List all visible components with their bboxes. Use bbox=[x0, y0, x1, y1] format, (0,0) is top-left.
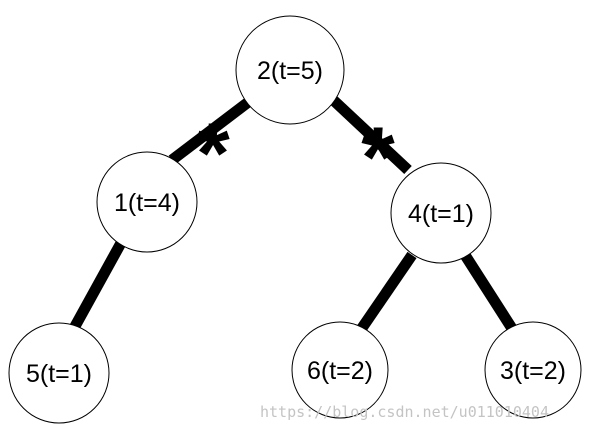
node-4-label: 4(t=1) bbox=[408, 200, 474, 228]
node-6: 6(t=2) bbox=[291, 321, 389, 419]
cut-mark-left: * bbox=[196, 106, 230, 202]
node-3: 3(t=2) bbox=[484, 321, 582, 419]
node-6-label: 6(t=2) bbox=[307, 357, 373, 385]
node-1: 1(t=4) bbox=[96, 151, 198, 253]
edge-2-4 bbox=[326, 92, 412, 175]
edge-4-6 bbox=[357, 251, 417, 332]
edge-1-5 bbox=[68, 240, 126, 333]
watermark: https://blog.csdn.net/u011010404 bbox=[260, 403, 549, 421]
node-2-label: 2(t=5) bbox=[257, 57, 323, 85]
edge-2-1 bbox=[168, 92, 259, 165]
cut-mark-right: * bbox=[361, 110, 395, 206]
node-2: 2(t=5) bbox=[235, 15, 345, 125]
edge-4-3 bbox=[460, 252, 518, 333]
node-5: 5(t=1) bbox=[8, 322, 110, 424]
node-1-label: 1(t=4) bbox=[114, 189, 180, 217]
node-5-label: 5(t=1) bbox=[26, 360, 92, 388]
node-3-label: 3(t=2) bbox=[500, 357, 566, 385]
node-4: 4(t=1) bbox=[390, 162, 492, 264]
